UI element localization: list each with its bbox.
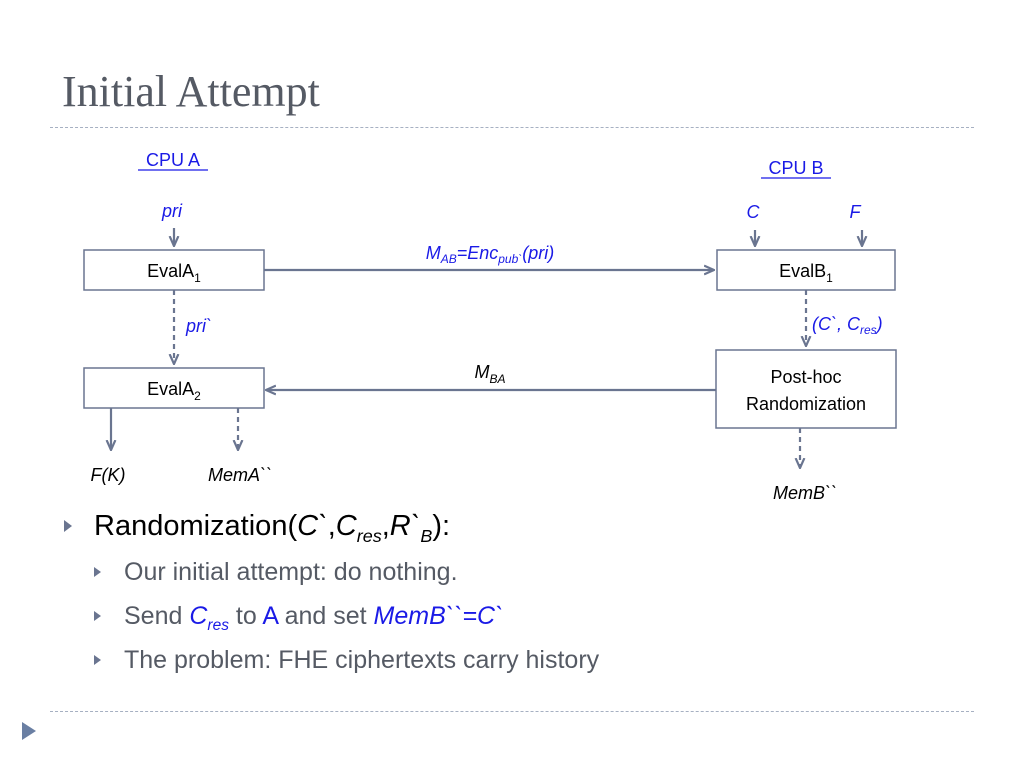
cres-label: (C`, Cres) (812, 314, 883, 337)
evalb1-label: EvalB1 (779, 261, 833, 285)
bullet-main-cres-sub: res (356, 525, 382, 546)
bullet-main-r-sub: B (420, 525, 433, 546)
cres-open: (C`, C (812, 314, 861, 334)
posthoc-line1: Post-hoc (770, 367, 841, 387)
bullet-sub-1: Our initial attempt: do nothing. (62, 550, 599, 594)
bullet-main-comma2: , (381, 510, 390, 542)
sub-bullet-arrow-icon (94, 655, 101, 665)
protocol-diagram: CPU A pri EvalA1 pri` EvalA2 F(K) MemA``… (83, 150, 897, 503)
bullet-sub1-text: Our initial attempt: do nothing. (124, 558, 458, 586)
bullet-arrow-icon (64, 520, 72, 532)
evala1-box (83, 249, 265, 291)
posthoc-line2: Randomization (746, 394, 866, 414)
bullet-sub2-send: Send (124, 602, 190, 630)
evalb1-box (716, 249, 896, 291)
memb-output-label: MemB`` (773, 483, 837, 503)
bullet-sub2-and: and set (277, 602, 374, 630)
slide-title: Initial Attempt (62, 67, 320, 116)
fk-output-label: F(K) (91, 465, 126, 485)
bullet-sub2-c-sub: res (207, 617, 229, 634)
pri-prime-label: pri` (185, 316, 212, 336)
cres-close: ) (875, 314, 883, 334)
bullet-sub2-a: A (262, 602, 278, 630)
cpu-b-header: CPU B (768, 158, 823, 178)
cpu-a-input-label: pri (161, 201, 183, 221)
bullet-main-prefix: Randomization( (94, 510, 298, 542)
bullet-main-c: C` (297, 510, 328, 542)
posthoc-box (715, 349, 897, 429)
bullet-main-r: R` (389, 510, 421, 542)
bullet-sub3-text: The problem: FHE ciphertexts carry histo… (124, 646, 600, 674)
bullet-list: Randomization(C`,Cres,R`B): Our initial … (62, 502, 599, 682)
bullet-sub2-to: to (228, 602, 263, 630)
bullet-main-cres: C (335, 510, 357, 542)
msg-ab-mid: =Enc (457, 243, 499, 263)
sub-bullet-arrow-icon (94, 611, 101, 621)
cpu-b-input-c: C (747, 202, 761, 222)
bullet-main-suffix: ): (432, 510, 451, 542)
cpu-a-header: CPU A (146, 150, 200, 170)
msg-ab-enc-sub: pub` (497, 252, 522, 266)
msg-ab-m: M (426, 243, 441, 263)
msg-ba-m-sub: BA (489, 372, 505, 386)
msg-ba-label: MBA (474, 362, 505, 386)
sub-bullet-arrow-icon (94, 567, 101, 577)
cres-sub: res (860, 323, 877, 337)
bullet-sub2-c: C (189, 602, 208, 630)
msg-ab-tail: (pri) (522, 243, 554, 263)
bullet-sub-3: The problem: FHE ciphertexts carry histo… (62, 638, 599, 682)
slide-nav-arrow-icon[interactable] (22, 722, 36, 740)
evala2-label: EvalA2 (147, 379, 201, 403)
evala1-sub: 1 (194, 271, 201, 285)
evalb1-sub: 1 (826, 271, 833, 285)
mema-output-label: MemA`` (208, 465, 272, 485)
msg-ab-m-sub: AB (440, 252, 457, 266)
evala2-base: EvalA (147, 379, 194, 399)
bullet-main-comma1: , (327, 510, 336, 542)
msg-ab-label: MAB=Encpub`(pri) (426, 243, 555, 266)
evala2-sub: 2 (194, 389, 201, 403)
evalb1-base: EvalB (779, 261, 826, 281)
title-divider (50, 127, 974, 128)
evala1-label: EvalA1 (147, 261, 201, 285)
evala1-base: EvalA (147, 261, 194, 281)
cpu-b-input-f: F (850, 202, 862, 222)
bullet-sub-2: Send Cres to A and set MemB``=C` (62, 594, 599, 638)
bullet-sub2-assign: MemB``=C` (373, 602, 504, 630)
msg-ba-m: M (474, 362, 489, 382)
evala2-box (83, 367, 265, 409)
bullet-randomization: Randomization(C`,Cres,R`B): (62, 502, 599, 550)
footer-divider (50, 711, 974, 712)
